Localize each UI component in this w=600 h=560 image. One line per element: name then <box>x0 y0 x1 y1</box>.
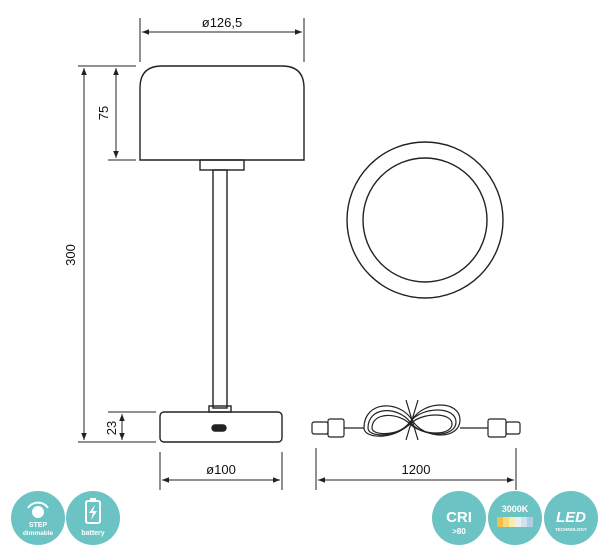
led-label: LED <box>556 509 586 526</box>
cri-label: CRI <box>446 509 472 526</box>
cct-label: 3000K <box>502 504 529 514</box>
dimmer-knob-icon <box>27 501 49 518</box>
base-diameter-label: ø100 <box>206 462 236 477</box>
usb-cable-drawing <box>311 399 521 441</box>
battery-badge-circle <box>66 491 120 545</box>
step-dimmable-line2: dimmable <box>23 530 54 537</box>
battery-badge: battery <box>66 491 120 545</box>
step-dimmable-line1: STEP <box>29 522 48 529</box>
lamp-side-view <box>139 65 305 443</box>
cable-coil <box>363 399 461 441</box>
led-badge-circle <box>544 491 598 545</box>
total-height-label: 300 <box>63 244 78 266</box>
cri-badge-circle <box>432 491 486 545</box>
lamp-base <box>159 411 283 443</box>
battery-label: battery <box>81 530 104 537</box>
cable-left-plug <box>311 421 329 435</box>
shade-diameter-label: ø126,5 <box>202 15 242 30</box>
led-badge: LED TECHNOLOGY <box>544 491 598 545</box>
lamp-top-view <box>346 141 504 299</box>
step-dimmable-badge: STEP dimmable <box>11 491 65 545</box>
led-sub-label: TECHNOLOGY <box>555 527 587 532</box>
base-height-label: 23 <box>104 421 119 435</box>
battery-icon <box>85 498 101 524</box>
cct-badge: 3000K <box>488 491 542 545</box>
cri-value: >80 <box>452 527 466 536</box>
lamp-shade <box>139 65 305 161</box>
cri-badge: CRI >80 <box>432 491 486 545</box>
lamp-stem <box>212 169 228 409</box>
cable-right-plug <box>505 421 521 435</box>
top-view-inner-circle <box>362 157 488 283</box>
color-temperature-scale-icon <box>497 517 533 527</box>
cable-length-label: 1200 <box>402 462 431 477</box>
shade-connector <box>199 159 245 171</box>
top-view-outer-circle <box>346 141 504 299</box>
dimension-lines <box>78 18 517 490</box>
base-button <box>211 424 227 432</box>
shade-height-label: 75 <box>96 106 111 120</box>
